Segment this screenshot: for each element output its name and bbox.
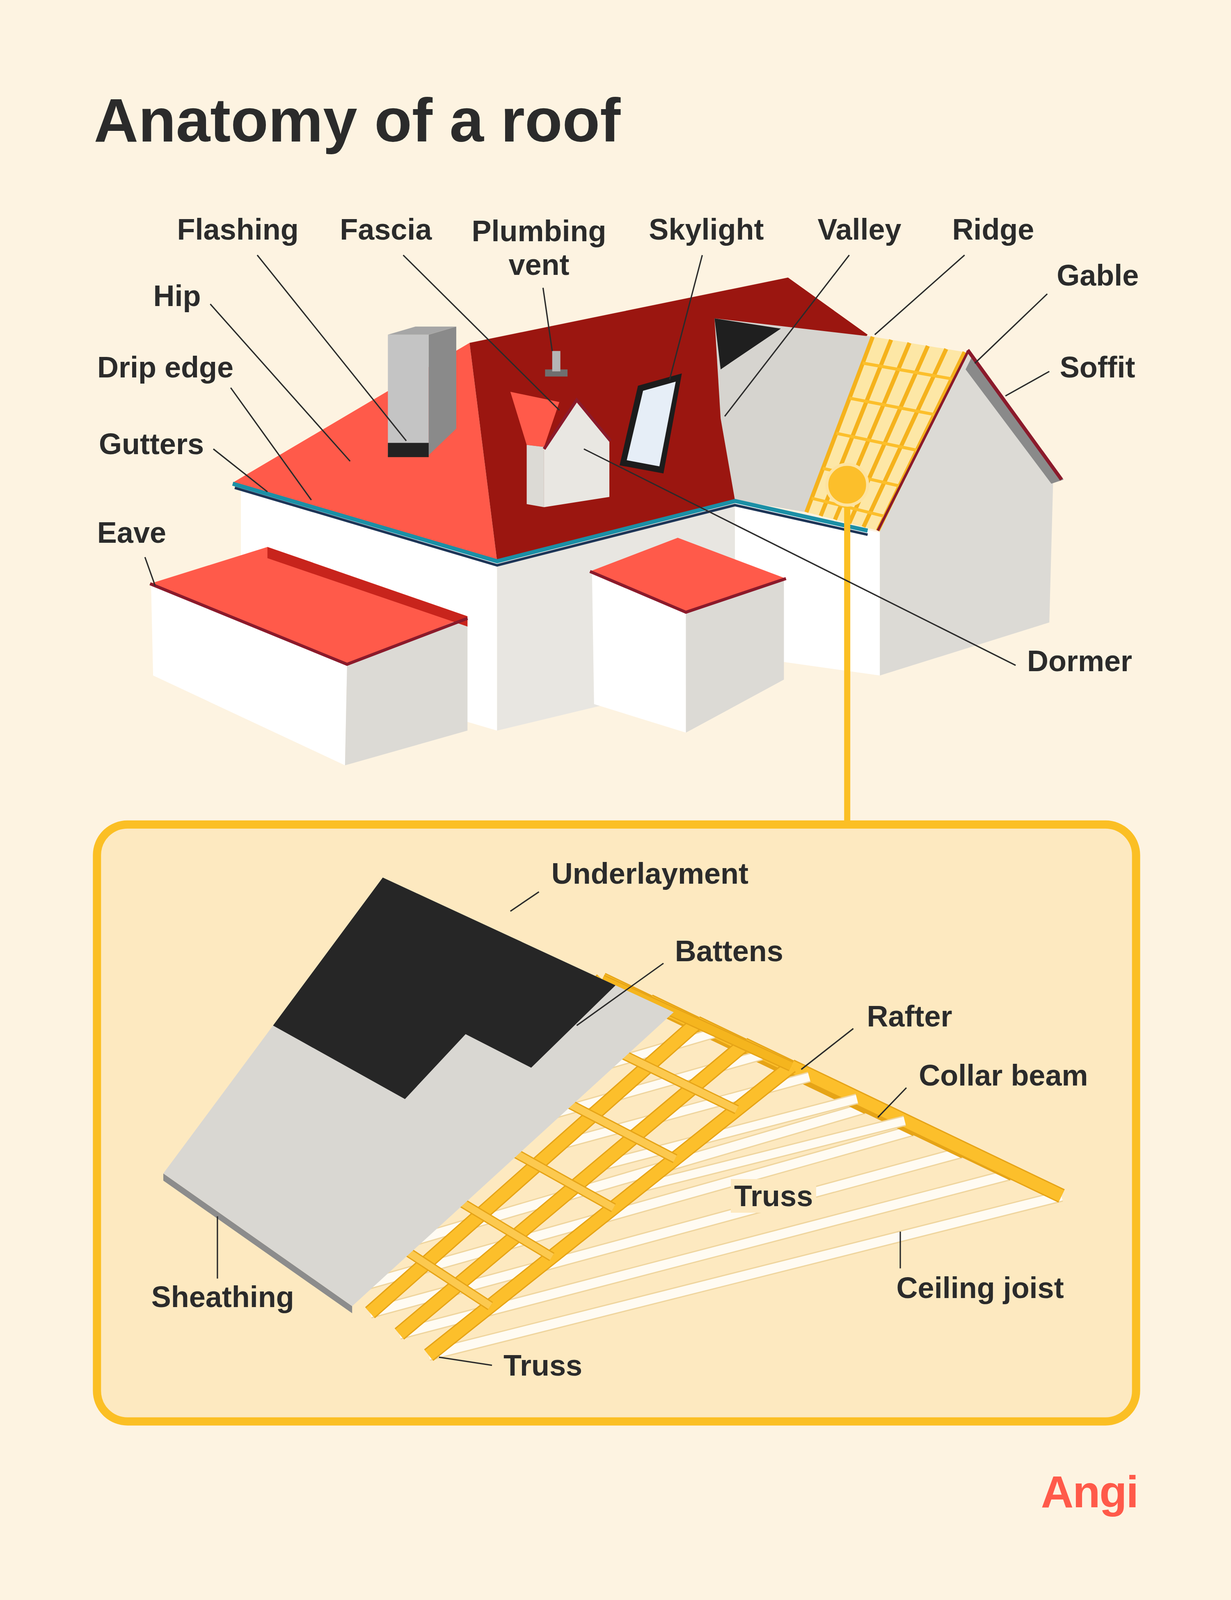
dormer-trim — [544, 400, 611, 449]
skylight-glass — [626, 381, 676, 467]
part-label: Drip edge — [93, 350, 237, 385]
vent-pipe — [552, 351, 561, 372]
part-label: Sheathing — [148, 1280, 298, 1315]
leader-lines — [144, 255, 1050, 1366]
sheathing — [163, 877, 674, 1307]
leader-line — [542, 287, 552, 351]
house-drawing — [150, 277, 1064, 766]
batten — [849, 398, 934, 415]
part-label: Ceiling joist — [893, 1271, 1068, 1306]
part-label: Truss — [500, 1348, 586, 1383]
flashing — [387, 442, 429, 458]
part-label: Fascia — [336, 212, 435, 247]
leader-line — [1005, 371, 1050, 396]
leader-line — [583, 448, 1016, 666]
part-label: Hip — [150, 279, 205, 314]
framing-plane — [806, 336, 965, 531]
leader-line — [144, 557, 156, 586]
leader-line — [899, 1231, 901, 1269]
dormer-face — [544, 400, 610, 508]
batten — [836, 433, 918, 451]
part-label: Battens — [671, 934, 787, 969]
eave-trim — [590, 571, 787, 613]
chimney — [428, 326, 457, 456]
inset-panel — [96, 824, 1136, 1422]
part-label: Underlayment — [548, 856, 752, 891]
leader-line — [669, 255, 703, 380]
part-label: Ridge — [948, 212, 1038, 247]
part-label: Eave — [93, 515, 170, 550]
callout-line — [844, 487, 851, 827]
leader-line — [439, 1357, 492, 1366]
leader-line — [216, 1216, 218, 1280]
callout-dot — [826, 464, 868, 506]
eave-trim — [150, 583, 468, 665]
rake-edge — [967, 350, 1062, 480]
annex-roof — [590, 537, 787, 613]
underlayment — [272, 877, 616, 1100]
leader-line — [974, 293, 1048, 364]
batten — [862, 363, 952, 379]
chimney — [387, 326, 457, 335]
logo: Angi — [1037, 1466, 1142, 1519]
skylight — [619, 373, 682, 474]
part-label: Gable — [1053, 258, 1142, 293]
part-label: Valley — [814, 212, 905, 247]
leader-line — [510, 892, 540, 912]
part-label: Truss — [730, 1179, 817, 1214]
part-label: Flashing — [173, 212, 303, 247]
chimney — [387, 334, 429, 456]
leader-line — [724, 255, 849, 417]
leader-line — [257, 255, 407, 442]
part-label: Soffit — [1056, 350, 1139, 385]
roof-shadow — [714, 318, 781, 370]
part-label: Plumbing vent — [461, 214, 616, 283]
leader-line — [213, 448, 268, 492]
rake-edge — [877, 352, 968, 531]
annex-roof-step — [267, 546, 468, 627]
leader-line — [576, 963, 664, 1026]
dormer-side — [526, 444, 545, 508]
part-label: Dormer — [1023, 644, 1136, 679]
leader-line — [874, 255, 965, 335]
part-label: Collar beam — [915, 1058, 1092, 1093]
leader-line — [230, 387, 312, 501]
title: Anatomy of a roof — [93, 84, 621, 156]
hip-roof — [232, 343, 497, 562]
leader-line — [877, 1087, 907, 1118]
annex-roof — [150, 546, 468, 665]
part-label: Rafter — [863, 999, 956, 1034]
part-label: Skylight — [645, 212, 767, 247]
part-label: Gutters — [95, 427, 208, 462]
leader-line — [801, 1028, 854, 1070]
